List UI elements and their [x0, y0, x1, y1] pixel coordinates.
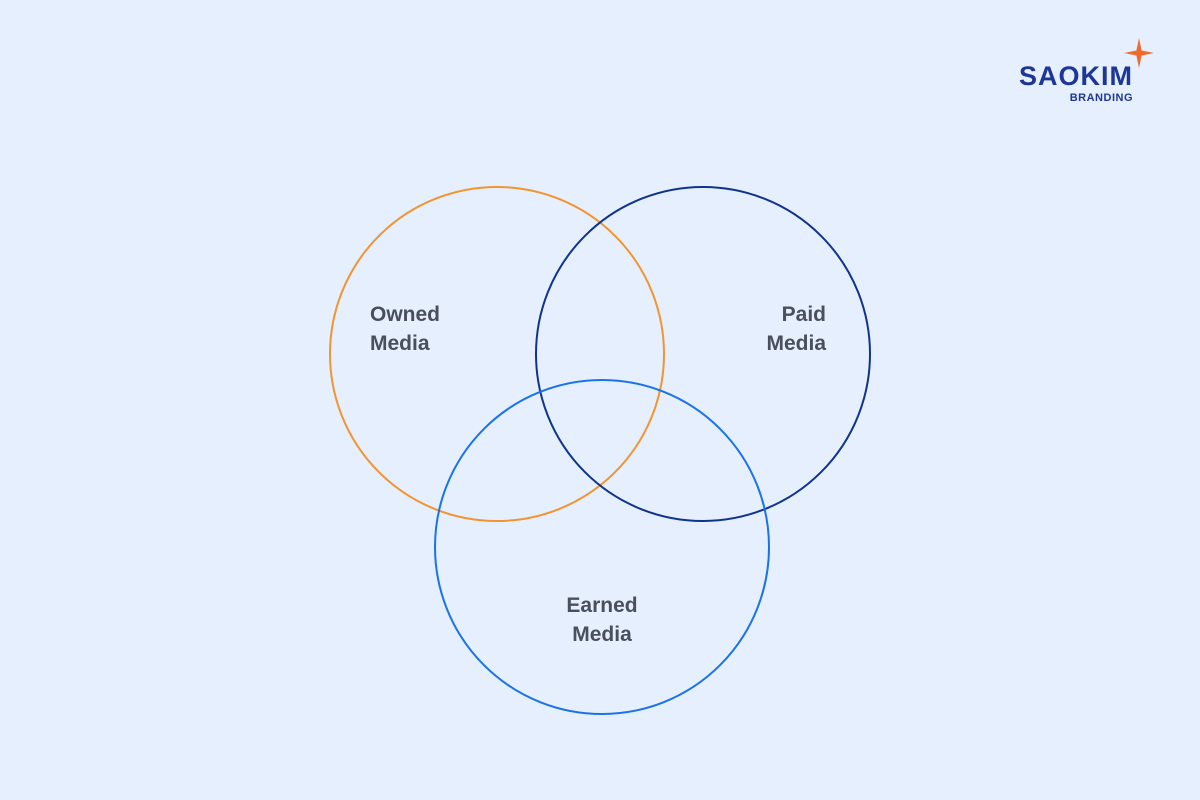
- owned-media-circle: [329, 186, 665, 522]
- brand-logo: SAOKIM BRANDING: [1019, 38, 1154, 104]
- owned-media-label: Owned Media: [370, 303, 440, 355]
- paid-media-label-line1: Paid: [782, 303, 826, 326]
- four-point-star-icon: [1124, 38, 1154, 68]
- paid-media-circle: [535, 186, 871, 522]
- logo-tagline: BRANDING: [1070, 92, 1133, 104]
- earned-media-circle: [434, 379, 770, 715]
- owned-media-label-line2: Media: [370, 332, 430, 355]
- earned-media-label: Earned Media: [566, 594, 637, 646]
- logo-wordmark: SAOKIM: [1019, 61, 1133, 91]
- paid-media-label-line2: Media: [766, 332, 826, 355]
- earned-media-label-line2: Media: [572, 623, 632, 646]
- earned-media-label-line1: Earned: [566, 594, 637, 617]
- paid-media-label: Paid Media: [766, 303, 826, 355]
- owned-media-label-line1: Owned: [370, 303, 440, 326]
